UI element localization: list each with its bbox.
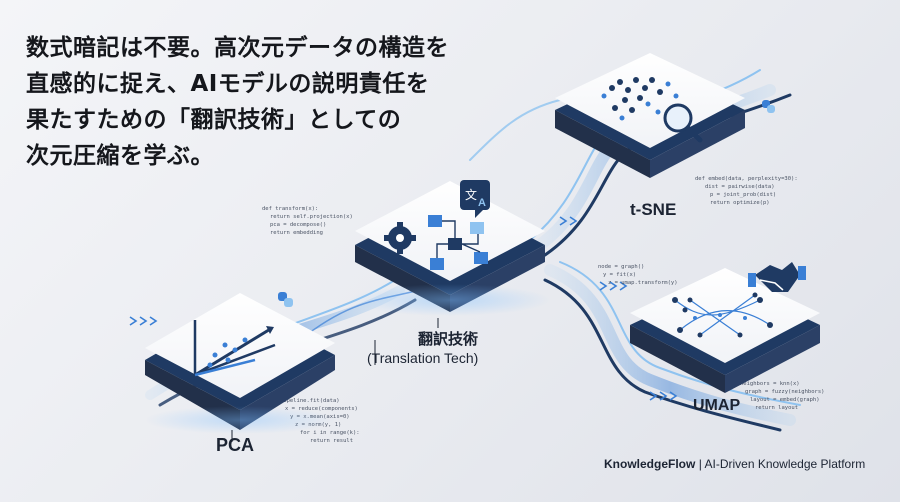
svg-text:A: A bbox=[478, 197, 486, 209]
headline-line-3: 果たすための「翻訳技術」としての bbox=[26, 107, 402, 133]
translation-sublabel: (Translation Tech) bbox=[367, 350, 479, 366]
brand-separator: | bbox=[698, 457, 702, 471]
gear-icon bbox=[384, 222, 416, 254]
svg-text:def transform(x):: def transform(x): bbox=[262, 206, 318, 212]
svg-text:node = graph(): node = graph() bbox=[598, 264, 644, 270]
svg-text:x = reduce(components): x = reduce(components) bbox=[285, 406, 358, 412]
headline: 数式暗記は不要。高次元データの構造を 直感的に捉え、AIモデルの説明責任を 果た… bbox=[26, 30, 449, 174]
magnifier-cluster-icon bbox=[601, 77, 703, 143]
svg-text:return optimize(p): return optimize(p) bbox=[710, 200, 770, 206]
python-icon-right bbox=[762, 100, 775, 113]
brand-tagline: AI-Driven Knowledge Platform bbox=[704, 457, 866, 471]
svg-text:dist = pairwise(data): dist = pairwise(data) bbox=[705, 184, 775, 190]
flowchart-icon bbox=[428, 215, 488, 270]
svg-text:layout = embed(graph): layout = embed(graph) bbox=[750, 397, 820, 403]
code-snippet-center: node = graph() y = fit(x) z = umap.trans… bbox=[598, 264, 678, 286]
svg-text:for i in range(k):: for i in range(k): bbox=[300, 430, 360, 436]
svg-text:def embed(data, perplexity=30): def embed(data, perplexity=30): bbox=[695, 176, 798, 182]
svg-text:neighbors = knn(x): neighbors = knn(x) bbox=[740, 381, 800, 387]
svg-text:return embedding: return embedding bbox=[270, 230, 323, 236]
label-connectors bbox=[231, 318, 439, 442]
svg-text:pipeline.fit(data): pipeline.fit(data) bbox=[280, 398, 340, 404]
svg-text:文: 文 bbox=[465, 187, 477, 202]
umap-label: UMAP bbox=[693, 397, 741, 414]
brand-name: KnowledgeFlow bbox=[604, 457, 696, 471]
scatter-axes-icon bbox=[193, 320, 276, 377]
python-icon-left bbox=[278, 292, 293, 307]
svg-text:y = fit(x): y = fit(x) bbox=[603, 272, 636, 278]
code-snippet-umap: neighbors = knn(x) graph = fuzzy(neighbo… bbox=[740, 381, 824, 411]
translation-label: 翻訳技術 bbox=[418, 330, 479, 348]
code-snippet-left: def transform(x): return self.projection… bbox=[262, 206, 353, 236]
svg-text:return layout: return layout bbox=[755, 405, 798, 411]
svg-text:p = joint_prob(dist): p = joint_prob(dist) bbox=[710, 192, 776, 198]
svg-text:return self.projection(x): return self.projection(x) bbox=[270, 214, 353, 220]
headline-line-4: 次元圧縮を学ぶ。 bbox=[26, 143, 214, 169]
tsne-block bbox=[555, 53, 745, 178]
pca-label: PCA bbox=[216, 435, 255, 455]
svg-text:pca = decompose(): pca = decompose() bbox=[270, 222, 326, 228]
tsne-label: t-SNE bbox=[630, 200, 677, 219]
headline-line-2: 直感的に捉え、AIモデルの説明責任を bbox=[26, 71, 430, 97]
footer-brand: KnowledgeFlow | AI-Driven Knowledge Plat… bbox=[604, 457, 865, 471]
svg-text:return result: return result bbox=[310, 438, 353, 444]
code-snippet-tsne: def embed(data, perplexity=30): dist = p… bbox=[695, 176, 798, 206]
translate-icon: 文 A bbox=[460, 180, 490, 218]
chevrons-decoration bbox=[129, 216, 678, 401]
headline-line-1: 数式暗記は不要。高次元データの構造を bbox=[26, 35, 449, 61]
svg-text:z = umap.transform(y): z = umap.transform(y) bbox=[608, 280, 678, 286]
svg-text:graph = fuzzy(neighbors): graph = fuzzy(neighbors) bbox=[745, 389, 824, 395]
umap-network-icon bbox=[672, 292, 773, 338]
handshake-icon bbox=[748, 262, 806, 292]
